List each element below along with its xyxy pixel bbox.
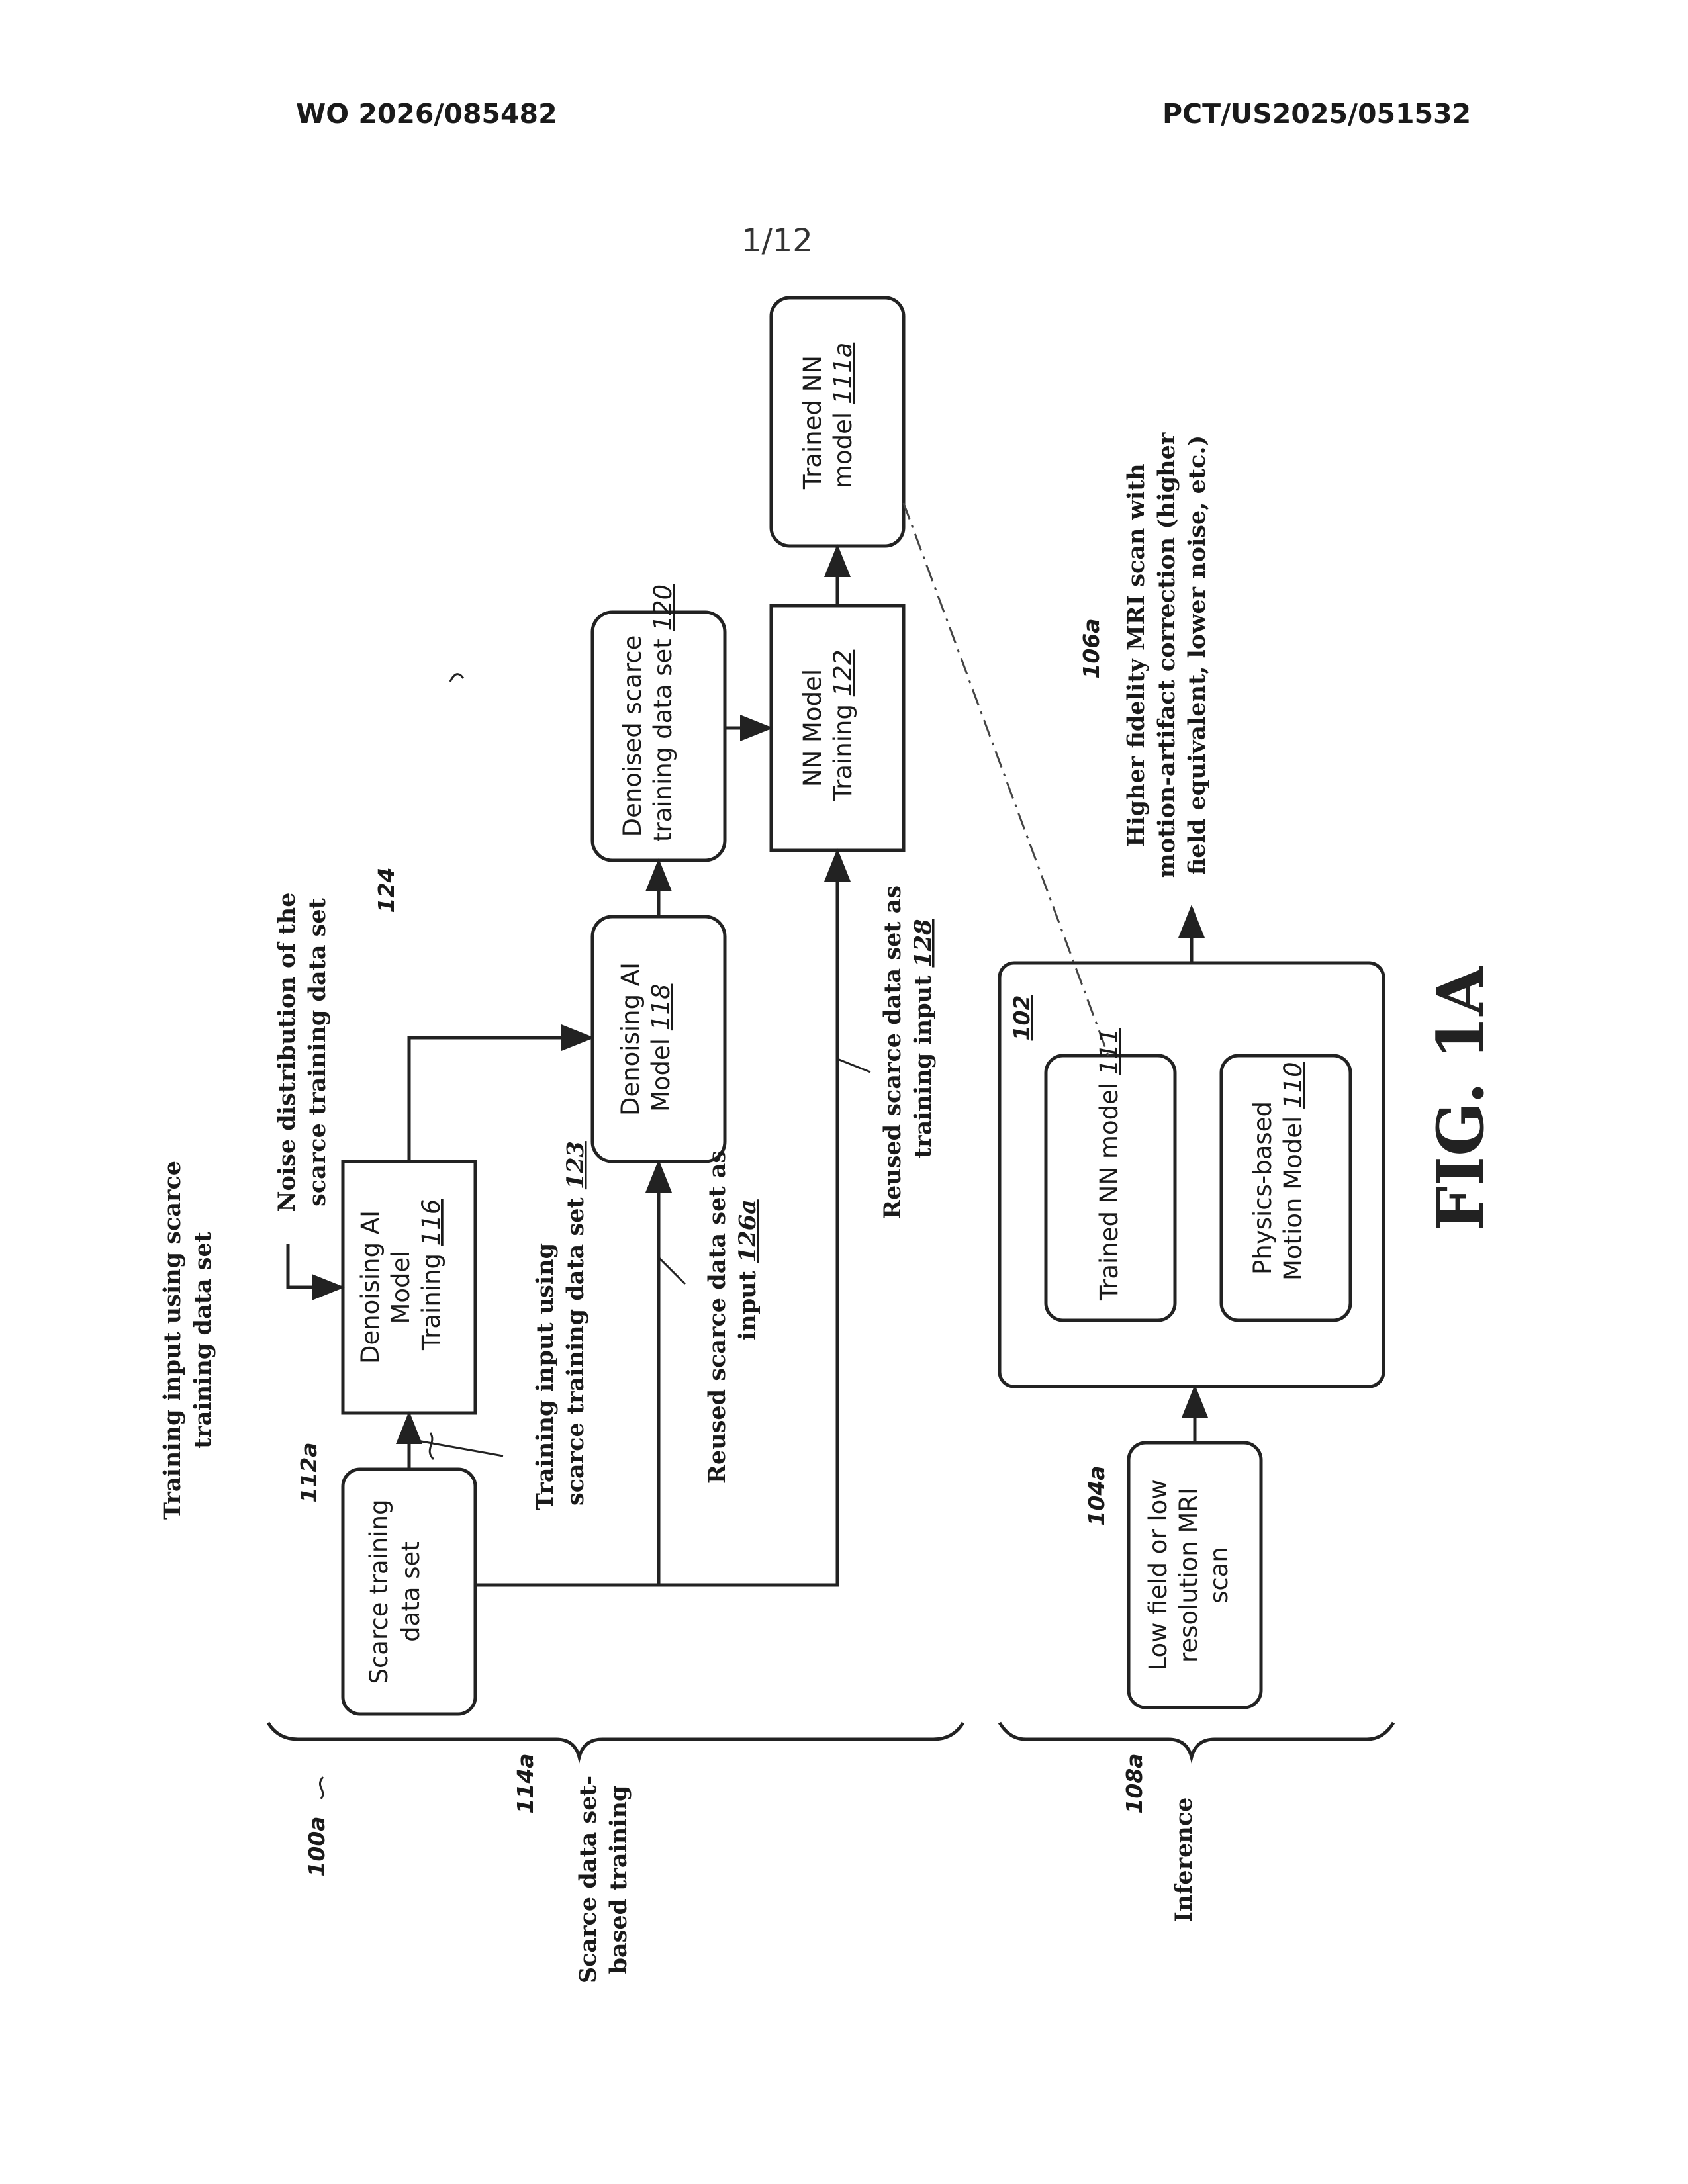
denoising-model-line2: Model [647,1038,675,1112]
ref-100a: 100a [304,1816,330,1876]
denoising-training-line2: Model [387,1250,415,1324]
trained-nn-a-line1: Trained NN [798,355,827,490]
svg-text:training data set 120: training data set 120 [649,584,677,842]
scarce-training-line2: data set [397,1541,425,1642]
leader-112a [430,1433,434,1459]
svg-text:input 126a: input 126a [734,1199,761,1340]
training-input-line1: Training input using scarce [159,1161,186,1520]
brace-scarce-training [268,1723,963,1757]
ref-104a: 104a [1084,1465,1109,1525]
scarce-section-line1: Scarce data set- [575,1776,602,1983]
svg-text:Training 122: Training 122 [829,650,857,801]
ref-124: 124 [373,868,399,913]
svg-text:model 111a: model 111a [829,343,857,488]
low-field-line1: Low field or low [1144,1479,1172,1670]
output-line3: field equivalent, lower noise, etc.) [1184,435,1211,875]
leader-128 [837,1059,870,1072]
denoised-line1: Denoised scarce [618,635,647,837]
nn-training-line1: NN Model [798,669,827,787]
ref-120: 120 [649,584,677,631]
reused-126a-line2: input [734,1271,761,1340]
inference-section: Inference [1170,1797,1197,1923]
ref-110: 110 [1279,1062,1307,1109]
ref-123: 123 [562,1141,589,1189]
ref-114a: 114a [512,1753,538,1813]
trained-nn-a-line2: model [829,412,857,488]
denoised-line2: training data set [649,639,677,842]
brace-inference [1000,1723,1393,1757]
ref-118: 118 [647,984,675,1031]
scarce-section-line2: based training [605,1785,632,1974]
svg-text:Trained NN model 111: Trained NN model 111 [1095,1028,1123,1301]
arrow-noise-distribution [288,1244,342,1287]
low-field-line3: scan [1205,1547,1233,1604]
svg-text:Model 118: Model 118 [647,984,675,1112]
scarce-training-line1: Scarce training [365,1499,393,1684]
physics-line2: Motion Model [1279,1116,1307,1281]
svg-text:training input 128: training input 128 [910,919,937,1158]
denoising-model-line1: Denoising AI [616,962,645,1116]
noise-line2: scarce training data set [304,898,331,1206]
svg-text:scarce training data set 123: scarce training data set 123 [562,1141,589,1506]
trained-nn-line1: Trained NN model [1095,1083,1123,1301]
ref-128: 128 [910,919,937,967]
output-line1: Higher fidelity MRI scan with [1123,463,1150,846]
nn-training-line2: Training [829,704,857,801]
ref-106a: 106a [1078,618,1104,678]
output-line2: motion-artifact correction (higher [1153,432,1180,878]
training-123-line1: Training input using [532,1243,559,1510]
ref-108a: 108a [1121,1753,1147,1813]
training-input-line2: training data set [189,1232,216,1449]
training-123-line2: scarce training data set [562,1197,589,1506]
noise-line1: Noise distribution of the [273,893,301,1212]
leader-124 [450,674,463,682]
svg-text:Motion Model 110: Motion Model 110 [1279,1062,1307,1281]
ref-116: 116 [417,1199,445,1246]
leader-123 [410,1439,503,1456]
svg-text:Training 116: Training 116 [417,1199,445,1351]
leader-126a [659,1257,685,1284]
ref-102: 102 [1009,995,1035,1041]
ref-111a: 111a [829,343,857,404]
arrow-100a [320,1777,323,1799]
figure-label: FIG. 1A [1423,966,1498,1231]
reused-128-line1: Reused scarce data set as [879,886,906,1219]
reused-128-line2: training input [910,976,937,1158]
ref-112a: 112a [296,1442,322,1502]
denoising-training-line1: Denoising AI [356,1210,385,1364]
ref-111: 111 [1095,1028,1123,1075]
reused-126a-line1: Reused scarce data set as [704,1150,731,1484]
denoising-training-line3: Training [417,1253,445,1351]
physics-line1: Physics-based [1248,1101,1277,1275]
low-field-line2: resolution MRI [1174,1488,1203,1662]
ref-122: 122 [829,650,857,697]
ref-126a: 126a [734,1199,761,1263]
